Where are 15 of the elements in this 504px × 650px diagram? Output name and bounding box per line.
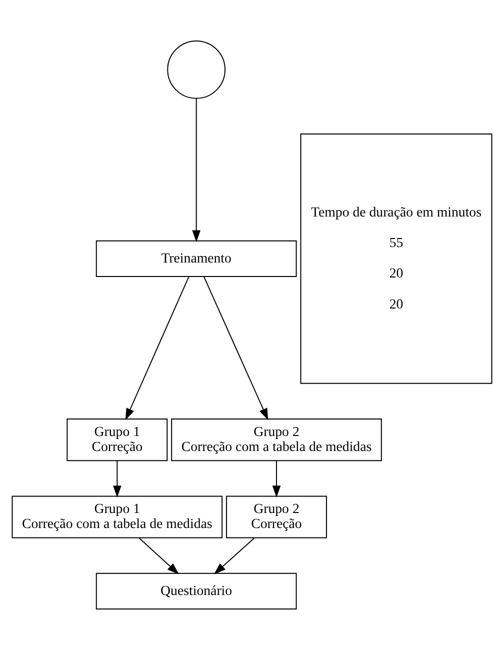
node-box: Grupo 2 Correção com a tabela de medidas (171, 418, 382, 462)
node-box: Tempo de duração em minutos 55 20 20 (300, 134, 492, 384)
node-box: Questionário (96, 572, 297, 610)
arrow (214, 538, 255, 574)
node-box: Grupo 1 Correção (66, 418, 168, 462)
arrow (138, 538, 179, 574)
node-box: Grupo 1 Correção com a tabela de medidas (12, 496, 223, 538)
arrow (192, 98, 200, 242)
arrow (203, 276, 268, 420)
node-circle (167, 40, 226, 99)
arrow (272, 460, 281, 498)
arrow (125, 276, 190, 420)
arrow (113, 460, 122, 498)
node-box: Grupo 2 Correção (226, 496, 327, 538)
node-box: Treinamento (96, 240, 297, 277)
